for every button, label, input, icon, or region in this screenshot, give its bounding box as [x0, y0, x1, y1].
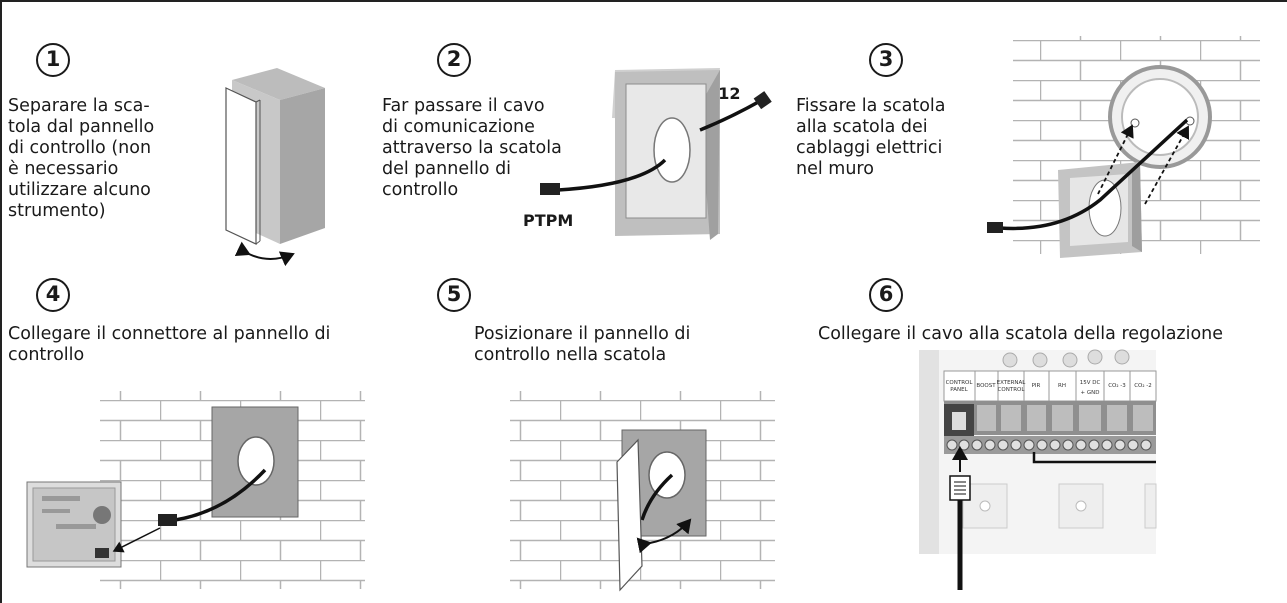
svg-text:PIR: PIR	[1032, 383, 1041, 389]
terminal-label: CONTROL	[946, 380, 974, 386]
step-5-number: 5	[437, 278, 471, 312]
ptpm-connector	[540, 183, 560, 195]
svg-text:EXTERNAL: EXTERNAL	[997, 380, 1027, 386]
step-2-number: 2	[437, 43, 471, 77]
step-6-number: 6	[869, 278, 903, 312]
step-3-text: Fissare la scatola alla scatola dei cabl…	[796, 96, 946, 179]
step-3-illustration	[987, 36, 1260, 258]
rj12-connector	[753, 91, 772, 110]
svg-text:RH: RH	[1058, 383, 1066, 389]
step-3-number: 3	[869, 43, 903, 77]
ptpm-label: PTPM	[523, 211, 574, 230]
step-2-illustration	[540, 68, 772, 240]
step-6-illustration: CONTROL PANEL BOOST EXTERNAL CONTROL PIR…	[919, 349, 1157, 590]
step-4-illustration	[26, 391, 365, 589]
step-4-number: 4	[36, 278, 70, 312]
svg-text:CO₂ -2: CO₂ -2	[1134, 383, 1152, 389]
step-4-text: Collegare il connettore al pannello di c…	[8, 324, 331, 365]
step-1-illustration	[225, 68, 325, 267]
svg-text:+ GND: + GND	[1081, 390, 1100, 396]
svg-text:15V DC: 15V DC	[1080, 380, 1101, 386]
step-1-text: Separare la sca- tola dal pannello di co…	[8, 96, 155, 221]
svg-text:PANEL: PANEL	[950, 387, 968, 393]
step-1-number: 1	[36, 43, 70, 77]
step-6-text: Collegare il cavo alla scatola della reg…	[818, 324, 1224, 344]
svg-text:CONTROL: CONTROL	[998, 387, 1026, 393]
svg-text:CO₂ -3: CO₂ -3	[1108, 383, 1126, 389]
step-5-text: Posizionare il pannello di controllo nel…	[474, 324, 691, 365]
svg-text:BOOST: BOOST	[976, 383, 996, 389]
step-5-illustration	[510, 391, 775, 592]
step-2-text: Far passare il cavo di comunicazione att…	[382, 96, 562, 200]
